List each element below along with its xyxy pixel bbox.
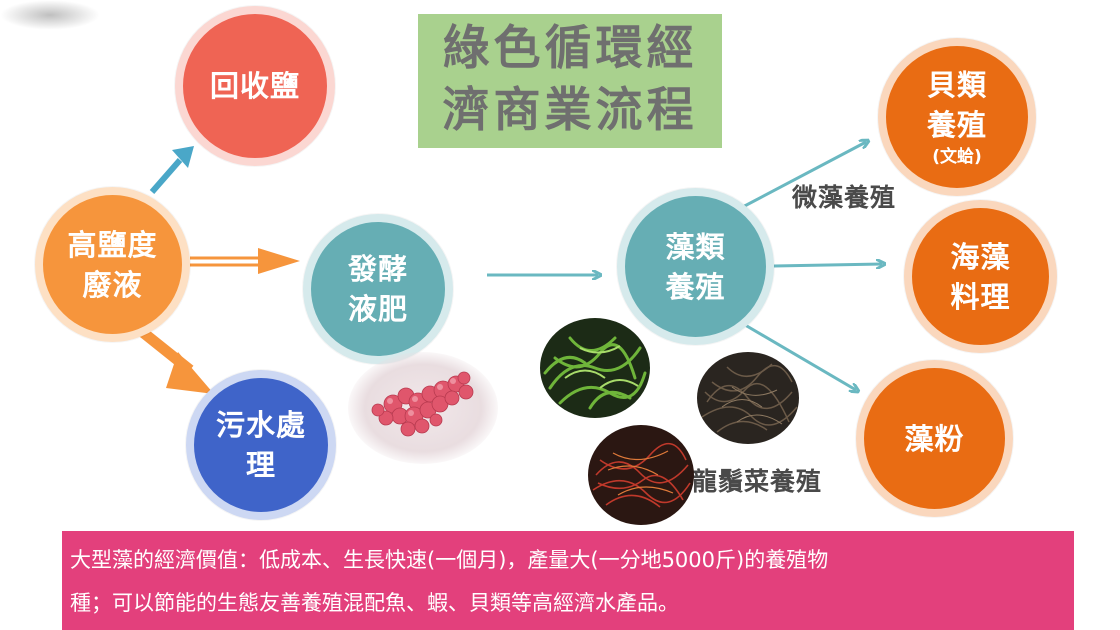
bacteria-microscope-image [348,352,498,464]
arrow-algae-to-powder [739,320,856,390]
diagram-title: 綠色循環經 濟商業流程 [418,14,722,148]
node-label: 養殖 [926,108,987,142]
info-line-2: 種；可以節能的生態友善養殖混配魚、蝦、貝類等高經濟水產品。 [70,591,679,615]
arrow-waste-to-fermentation [190,248,300,274]
node-label: 高鹽度 [67,227,158,262]
node-label: 藻粉 [904,421,965,456]
arrow-waste-to-sewage [136,325,214,394]
node-label: 藻類 [665,229,726,264]
node-label: 養殖 [665,269,726,304]
node-sewage-treatment: 污水處 理 [186,370,336,520]
arrow-waste-to-salt [149,146,194,194]
node-label: 理 [245,448,276,482]
node-label: 回收鹽 [209,69,300,103]
node-label: 液肥 [347,292,408,326]
node-label: 海藻 [950,239,1011,274]
red-gracilaria-image [588,425,694,525]
node-sublabel: (文蛤) [932,147,982,167]
node-label: 發酵 [347,252,408,286]
arrow-algae-to-seaweed [773,264,882,266]
arrow-algae-to-shellfish [736,142,866,212]
node-label: 料理 [950,279,1011,314]
node-high-salt-waste: 高鹽度 廢液 [35,187,190,342]
node-label: 貝類 [926,68,987,102]
photo-shadow [0,0,100,30]
label-microalgae: 微藻養殖 [792,183,897,212]
node-fermentation-fertilizer: 發酵 液肥 [303,214,453,364]
node-algae-culture: 藻類 養殖 [617,188,774,345]
label-dragon-beard: 龍鬚菜養殖 [692,467,823,496]
node-label: 廢液 [82,267,143,302]
node-algae-powder: 藻粉 [856,360,1013,517]
green-seaweed-image [540,318,650,418]
title-line-1: 綠色循環經 [442,21,698,76]
title-line-2: 濟商業流程 [442,83,698,138]
info-line-1: 大型藻的經濟價值：低成本、生長快速(一個月)，產量大(一分地5000斤)的養殖物 [70,548,829,572]
node-label: 污水處 [215,408,306,442]
dark-seaweed-image [697,352,799,444]
node-shellfish-culture: 貝類 養殖 (文蛤) [878,38,1036,196]
node-seaweed-cuisine: 海藻 料理 [904,200,1057,353]
node-salt-recovery: 回收鹽 [175,6,335,166]
economic-value-description: 大型藻的經濟價值：低成本、生長快速(一個月)，產量大(一分地5000斤)的養殖物… [62,531,1074,630]
